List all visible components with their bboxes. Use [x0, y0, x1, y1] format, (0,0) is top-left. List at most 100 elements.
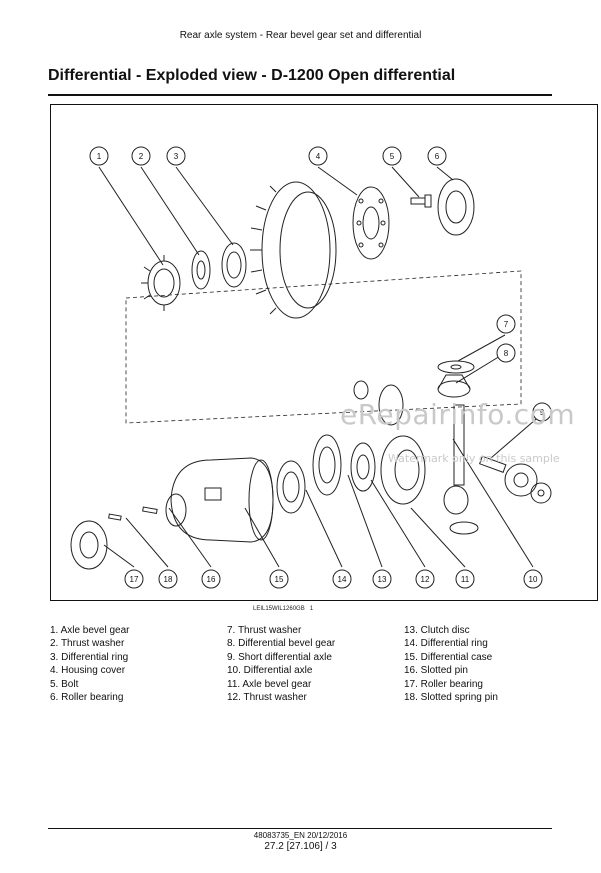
leader-1 — [98, 166, 164, 266]
legend-item: 9. Short differential axle — [227, 651, 332, 663]
exploded-view-drawing: 1 2 3 4 5 6 7 8 9 10 11 12 13 14 15 16 1… — [70, 146, 552, 589]
slotted-pin-part — [142, 506, 158, 514]
legend-column-3: 13. Clutch disc 14. Differential ring 15… — [404, 624, 498, 704]
callout-4: 4 — [308, 146, 328, 166]
callout-8: 8 — [496, 343, 516, 363]
footer-page-number: 27.2 [27.106] / 3 — [264, 841, 337, 852]
leader-9 — [490, 413, 543, 459]
callout-18: 18 — [158, 569, 178, 589]
legend-item: 5. Bolt — [50, 678, 79, 690]
title-rule — [48, 94, 552, 96]
svg-text:2: 2 — [139, 152, 144, 161]
callout-5: 5 — [382, 146, 402, 166]
callout-11: 11 — [455, 569, 475, 589]
svg-text:11: 11 — [461, 575, 470, 584]
differential-axle-part — [453, 404, 465, 486]
legend-item: 6. Roller bearing — [50, 692, 124, 704]
differential-ring-14-part — [276, 460, 306, 514]
svg-text:15: 15 — [275, 575, 284, 584]
svg-text:9: 9 — [540, 408, 545, 417]
exploded-view-figure: 1 2 3 4 5 6 7 8 9 10 11 12 13 14 15 16 1… — [50, 104, 598, 601]
differential-case-part — [165, 457, 274, 543]
legend-item: 11. Axle bevel gear — [227, 678, 312, 690]
legend-item: 13. Clutch disc — [404, 625, 470, 636]
callout-3: 3 — [166, 146, 186, 166]
svg-text:8: 8 — [504, 349, 509, 358]
leader-13 — [347, 474, 383, 568]
roller-bearing-17-part — [70, 520, 108, 570]
section-title: Differential - Exploded view - D-1200 Op… — [48, 67, 456, 84]
svg-text:3: 3 — [174, 152, 179, 161]
callout-13: 13 — [372, 569, 392, 589]
footer-rule — [48, 828, 552, 829]
legend-item: 14. Differential ring — [404, 638, 488, 650]
legend-item: 7. Thrust washer — [227, 625, 302, 636]
slotted-spring-pin-part — [108, 513, 122, 521]
legend-item: 15. Differential case — [404, 651, 493, 663]
clutch-disc-part — [312, 434, 342, 496]
leader-6 — [436, 166, 454, 181]
svg-text:16: 16 — [207, 575, 216, 584]
short-differential-axle-part — [478, 455, 507, 473]
leader-14 — [305, 489, 343, 568]
leader-4 — [317, 166, 358, 196]
svg-text:10: 10 — [529, 575, 538, 584]
leader-11 — [410, 507, 466, 568]
running-header: Rear axle system - Rear bevel gear set a… — [179, 30, 422, 41]
callout-6: 6 — [427, 146, 447, 166]
figure-number: 1 — [309, 606, 314, 612]
leader-2 — [140, 166, 200, 256]
thrust-washer-12-part — [350, 442, 376, 492]
callout-15: 15 — [269, 569, 289, 589]
small-washer-part — [530, 482, 552, 504]
ring-gear-part — [250, 181, 337, 319]
legend-item: 8. Differential bevel gear — [227, 638, 336, 650]
lower-pinion-part — [443, 485, 479, 535]
callout-1: 1 — [89, 146, 109, 166]
legend-item: 3. Differential ring — [50, 651, 129, 663]
roller-bearing-part — [437, 178, 475, 236]
leader-10 — [452, 438, 534, 568]
footer-document-id: 48083735_EN 20/12/2016 — [253, 831, 348, 840]
leader-16 — [168, 507, 212, 568]
leader-12 — [370, 479, 426, 568]
svg-text:1: 1 — [97, 152, 102, 161]
housing-cover-part — [352, 186, 390, 260]
legend-item: 16. Slotted pin — [404, 665, 468, 677]
callout-10: 10 — [523, 569, 543, 589]
svg-text:4: 4 — [316, 152, 321, 161]
callout-9: 9 — [532, 402, 552, 422]
side-pinion-part — [504, 463, 538, 497]
callout-17: 17 — [124, 569, 144, 589]
differential-ring-part — [221, 242, 247, 288]
svg-text:12: 12 — [421, 575, 430, 584]
svg-text:5: 5 — [390, 152, 395, 161]
differential-bevel-gear-8-part — [437, 374, 471, 398]
callout-2: 2 — [131, 146, 151, 166]
callout-16: 16 — [201, 569, 221, 589]
figure-reference: LEIL15WIL1260GB 1 — [253, 606, 313, 612]
legend-item: 4. Housing cover — [50, 665, 126, 677]
svg-text:14: 14 — [338, 575, 347, 584]
legend-item: 17. Roller bearing — [404, 678, 483, 690]
leader-5 — [391, 166, 420, 198]
watermark-text: eRepairinfo.com — [340, 398, 576, 431]
figure-reference-code: LEIL15WIL1260GB — [253, 606, 305, 612]
legend-item: 18. Slotted spring pin — [404, 692, 498, 704]
thrust-washer-part — [191, 250, 211, 290]
svg-text:18: 18 — [164, 575, 173, 584]
legend-item: 10. Differential axle — [227, 665, 313, 677]
watermark-subtext: Watermark only on this sample — [388, 452, 560, 465]
axle-bevel-gear-part — [141, 255, 181, 311]
axle-bevel-gear-11-part — [380, 435, 426, 505]
inner-bevel-gear-part — [353, 380, 404, 426]
callout-7: 7 — [496, 314, 516, 334]
leader-18 — [125, 517, 169, 568]
legend-column-2: 7. Thrust washer 8. Differential bevel g… — [227, 624, 335, 704]
svg-text:17: 17 — [130, 575, 139, 584]
svg-text:6: 6 — [435, 152, 440, 161]
legend-item: 1. Axle bevel gear — [50, 625, 130, 636]
bolt-part — [410, 194, 432, 208]
legend-column-1: 1. Axle bevel gear 2. Thrust washer 3. D… — [50, 624, 130, 704]
leader-7 — [457, 334, 506, 362]
